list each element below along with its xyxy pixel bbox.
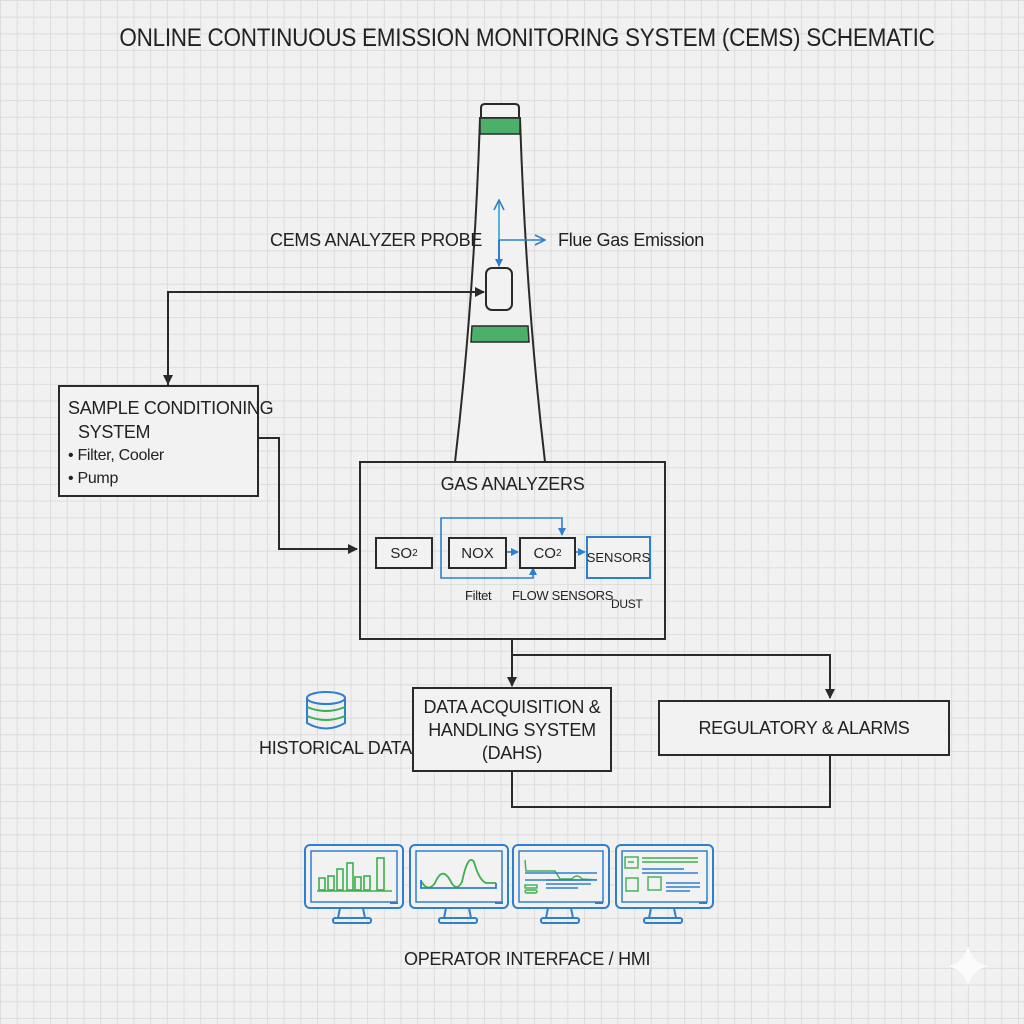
sample-conditioning-box[interactable]: SAMPLE CONDITIONING SYSTEM • Filter, Coo… <box>58 385 274 497</box>
control-panel-icon <box>624 856 700 892</box>
dahs-box[interactable]: DATA ACQUISITION & HANDLING SYSTEM (DAHS… <box>412 687 612 772</box>
nox-label: NOX <box>461 544 494 562</box>
dust-label: DUST <box>611 597 643 611</box>
gas-analyzers-title: GAS ANALYZERS <box>440 474 585 494</box>
regulatory-alarms-label: REGULATORY & ALARMS <box>698 718 910 738</box>
so2-label: SO <box>390 544 413 562</box>
analyzer-flow-loop <box>440 517 586 579</box>
historical-data-label: HISTORICAL DATA <box>259 738 412 758</box>
flue-gas-arrows <box>499 200 545 267</box>
sample-conditioning-title-1: SAMPLE CONDITIONING <box>68 398 274 418</box>
monitor-control-panel <box>615 844 714 924</box>
dahs-line-1: DATA ACQUISITION & <box>423 697 601 717</box>
stack-bottom-band <box>470 325 530 343</box>
sample-conditioning-title-2: SYSTEM <box>78 422 151 442</box>
hmi-monitors <box>304 844 714 924</box>
sparkle-icon <box>948 946 988 986</box>
dahs-regulatory-line <box>511 755 831 808</box>
hmi-label: OPERATOR INTERFACE / HMI <box>404 949 651 969</box>
probe-label: CEMS ANALYZER PROBE <box>270 230 483 250</box>
monitor-line-chart <box>409 844 509 924</box>
probe-box <box>485 267 513 311</box>
diagram-title: ONLINE CONTINUOUS EMISSION MONITORING SY… <box>119 24 935 52</box>
bar-chart-icon <box>317 857 392 892</box>
stack-cap <box>480 103 520 118</box>
sensors-label: SENSORS <box>586 550 651 565</box>
co2-subscript: 2 <box>555 547 562 559</box>
flue-gas-label: Flue Gas Emission <box>558 230 704 250</box>
sensors-box[interactable]: SENSORS <box>586 536 651 579</box>
probe-sample-line <box>167 287 485 385</box>
monitor-bar-chart <box>304 844 404 924</box>
flow-sensors-label: FLOW SENSORS <box>512 588 614 603</box>
emission-stack <box>453 103 547 463</box>
sample-conditioning-bullet: • Pump <box>68 470 119 487</box>
sample-analyzer-line <box>258 437 358 554</box>
filter-label: Filtet <box>465 588 492 603</box>
dahs-line-2: HANDLING SYSTEM <box>428 720 596 740</box>
so2-subscript: 2 <box>412 547 418 559</box>
co2-label: CO <box>533 544 556 562</box>
trend-dashboard-icon <box>524 859 598 894</box>
line-chart-icon <box>420 858 496 889</box>
analyzer-regulatory-line <box>512 654 835 699</box>
monitor-trend-dashboard <box>512 844 610 924</box>
stack-top-band <box>479 117 521 135</box>
regulatory-alarms-box[interactable]: REGULATORY & ALARMS <box>658 700 950 756</box>
sample-conditioning-bullet: • Filter, Cooler <box>68 447 164 464</box>
dahs-line-3: (DAHS) <box>481 743 543 763</box>
gas-analyzers-box[interactable]: GAS ANALYZERS <box>359 461 666 640</box>
nox-analyzer[interactable]: NOX <box>448 537 507 569</box>
database-icon <box>306 691 346 730</box>
